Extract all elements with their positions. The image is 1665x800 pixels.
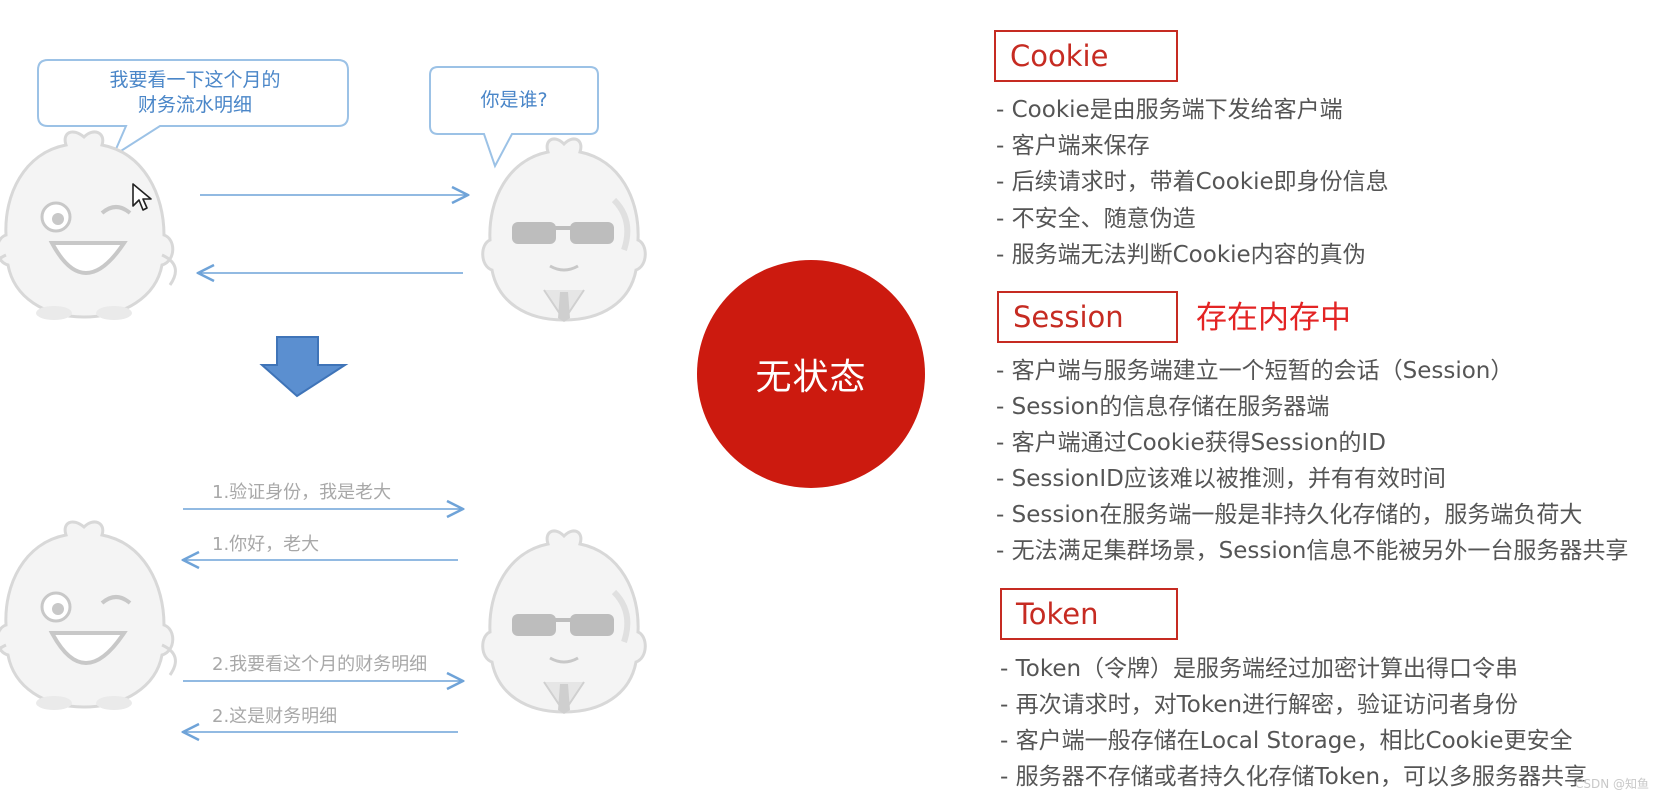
bubble-server-text: 你是谁? bbox=[480, 89, 548, 111]
stateless-circle: 无状态 bbox=[697, 260, 925, 488]
session-item: - 客户端与服务端建立一个短暂的会话（Session） bbox=[996, 358, 1514, 384]
arrow-label: 2.我要看这个月的财务明细 bbox=[212, 654, 428, 675]
session-item: - Session的信息存储在服务器端 bbox=[996, 394, 1330, 420]
token-item: - 服务器不存储或者持久化存储Token，可以多服务器共享 bbox=[1000, 764, 1588, 790]
stateless-label: 无状态 bbox=[755, 357, 867, 398]
session-item: - 客户端通过Cookie获得Session的ID bbox=[996, 430, 1386, 456]
bubble-user-text: 我要看一下这个月的 财务流水明细 bbox=[109, 69, 281, 116]
cookie-heading: Cookie bbox=[994, 30, 1178, 82]
session-item: - 无法满足集群场景，Session信息不能被另外一台服务器共享 bbox=[996, 538, 1629, 564]
client-mascot-icon bbox=[0, 129, 178, 322]
session-item: - SessionID应该难以被推测，并有有效时间 bbox=[996, 466, 1446, 492]
token-item: - Token（令牌）是服务端经过加密计算出得口令串 bbox=[1000, 656, 1519, 682]
mouse-cursor-icon bbox=[132, 183, 152, 211]
cookie-item: - 后续请求时，带着Cookie即身份信息 bbox=[996, 169, 1389, 195]
cookie-item: - 客户端来保存 bbox=[996, 133, 1150, 159]
watermark: CSDN @知鱼 bbox=[1574, 777, 1649, 791]
token-heading: Token bbox=[1000, 588, 1178, 640]
cookie-title: Cookie bbox=[1010, 39, 1109, 73]
arrow-label: 2.这是财务明细 bbox=[212, 706, 338, 727]
arrow-label: 1.你好，老大 bbox=[212, 534, 320, 555]
token-item: - 客户端一般存储在Local Storage，相比Cookie更安全 bbox=[1000, 728, 1573, 754]
cookie-item: - 服务端无法判断Cookie内容的真伪 bbox=[996, 242, 1366, 268]
session-heading: Session bbox=[997, 291, 1178, 343]
server-mascot-icon bbox=[483, 139, 646, 322]
session-title: Session bbox=[1013, 300, 1124, 334]
speech-bubble-server bbox=[429, 66, 599, 169]
cookie-item: - Cookie是由服务端下发给客户端 bbox=[996, 97, 1343, 123]
down-arrow-icon bbox=[259, 336, 349, 398]
session-note: 存在内存中 bbox=[1196, 300, 1351, 336]
server-mascot-icon bbox=[483, 531, 646, 714]
arrow-label: 1.验证身份，我是老大 bbox=[212, 482, 392, 503]
token-title: Token bbox=[1016, 597, 1099, 631]
token-item: - 再次请求时，对Token进行解密，验证访问者身份 bbox=[1000, 692, 1519, 718]
client-mascot-icon bbox=[0, 519, 178, 712]
speech-bubble-user bbox=[37, 59, 349, 159]
cookie-item: - 不安全、随意伪造 bbox=[996, 206, 1196, 232]
session-item: - Session在服务端一般是非持久化存储的，服务端负荷大 bbox=[996, 502, 1583, 528]
left-diagram bbox=[0, 59, 660, 800]
